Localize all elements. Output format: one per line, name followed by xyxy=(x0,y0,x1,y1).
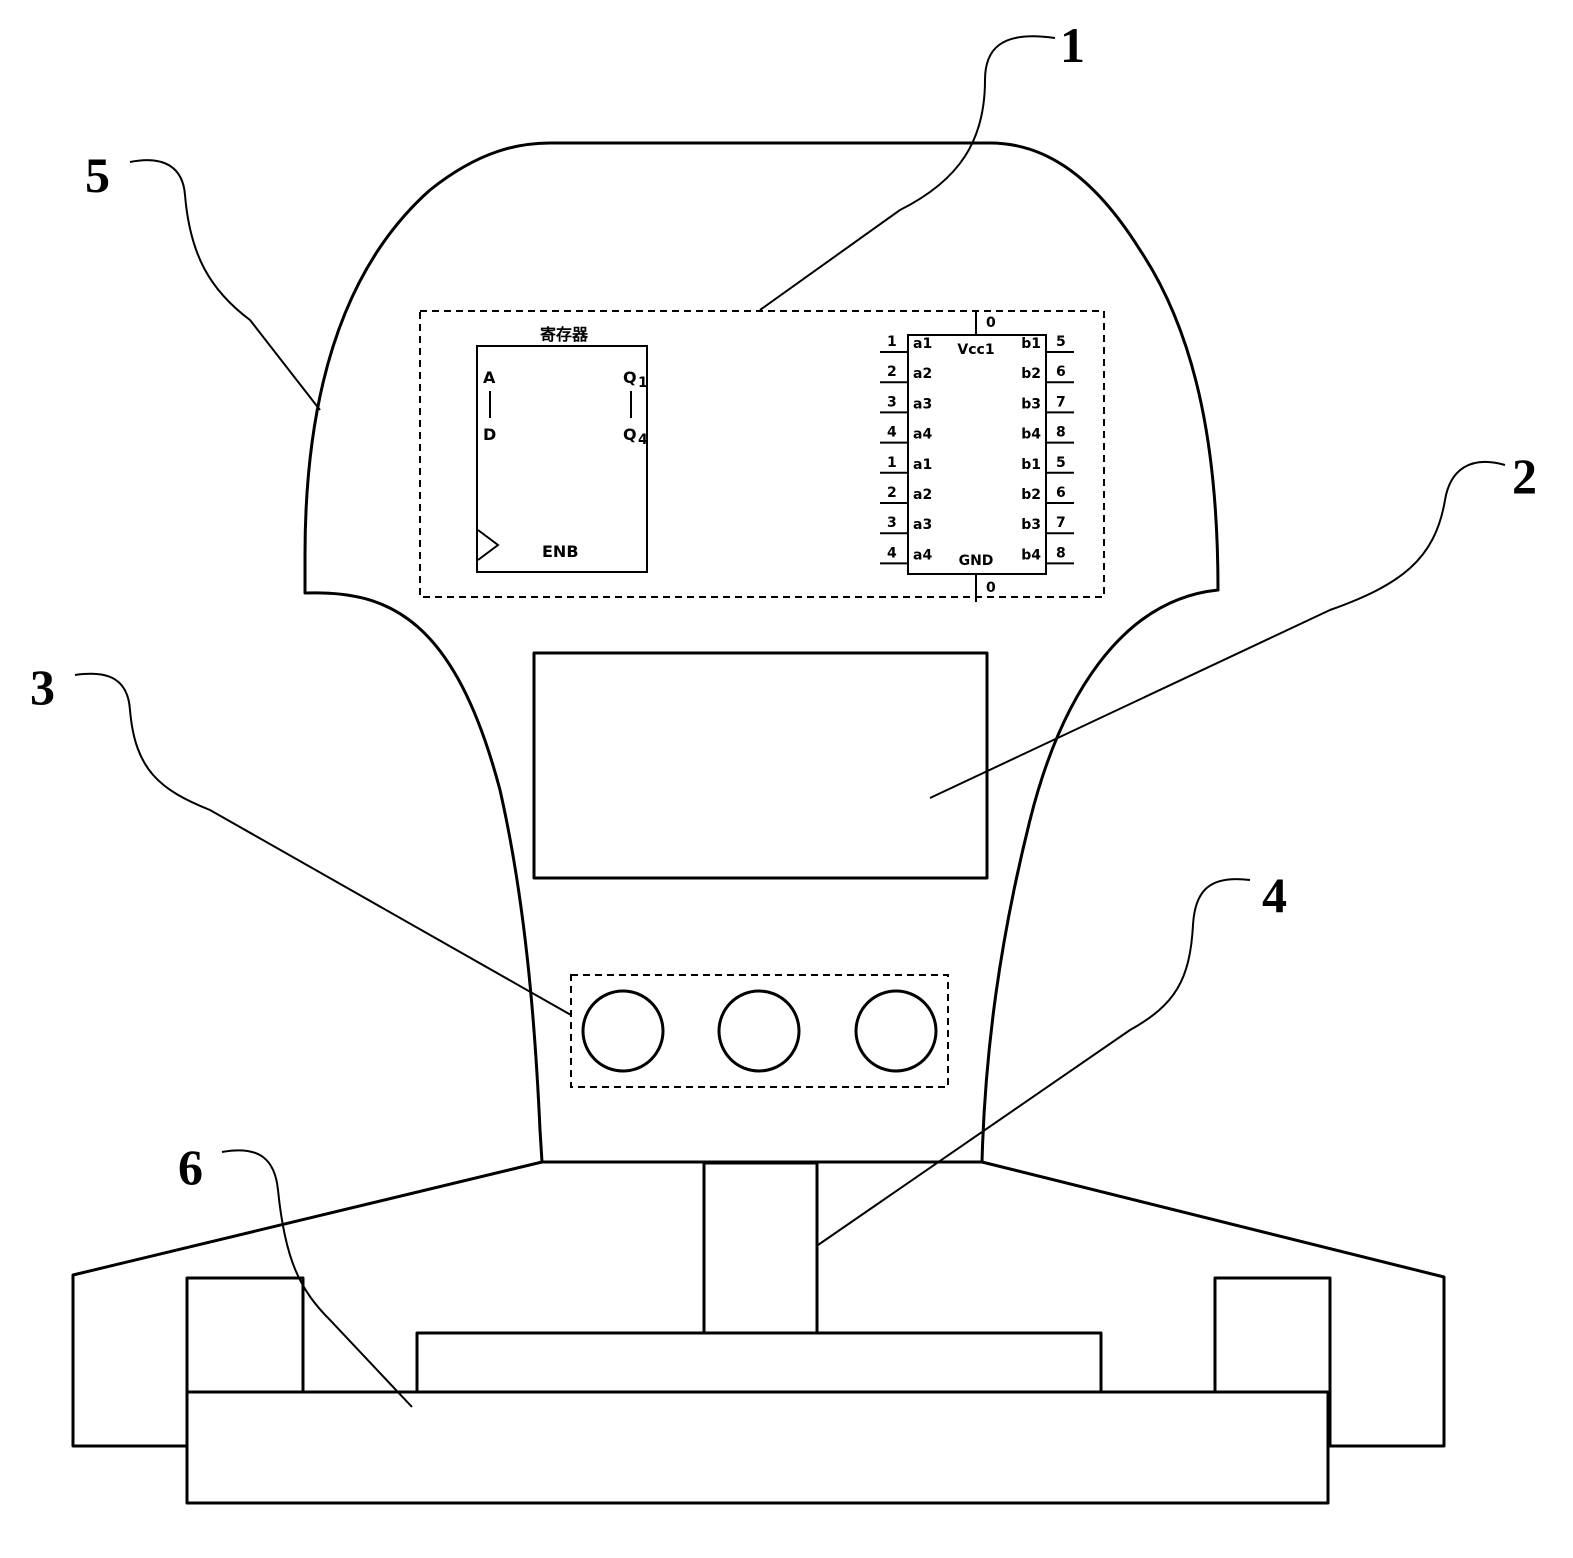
leader-line-3 xyxy=(74,672,572,1016)
ic-right-pin-label: b2 xyxy=(1021,487,1041,503)
leader-line-1 xyxy=(759,35,1056,311)
leader-line-4 xyxy=(817,878,1251,1246)
ic-right-pin-label: b4 xyxy=(1021,547,1041,563)
ic-vcc-label: Vcc1 xyxy=(957,342,994,358)
ic-left-pin-number: 3 xyxy=(887,515,897,531)
ic-left-pin-label: a3 xyxy=(913,396,932,412)
support-column xyxy=(702,1161,819,1335)
ic-right-pin-label: b2 xyxy=(1021,366,1041,382)
display-screen xyxy=(532,651,989,880)
leader-line-2 xyxy=(929,460,1506,799)
ic-right-pin-number: 5 xyxy=(1056,455,1066,471)
ic-left-pin-label: a2 xyxy=(913,487,932,503)
register-pin-q4: Q xyxy=(623,425,637,444)
pedestal-block xyxy=(415,1331,1103,1394)
ic-top-pin: 0 xyxy=(986,315,996,331)
ic-left-pin-number: 2 xyxy=(887,364,897,380)
ic-pin-rows: 1 a1 b1 5 2 a2 b2 6 3 a3 b3 7 4 a4 b4 8 1 a1 b1 5 2 a2 b2 6 3 a3 b… xyxy=(880,334,1074,565)
register-pin-q1-sub: 1 xyxy=(638,375,648,391)
bottom-slab xyxy=(185,1390,1330,1505)
callout-4: 4 xyxy=(1262,867,1287,923)
register-pin-q4-sub: 4 xyxy=(638,432,648,448)
register-pin-enb: ENB xyxy=(542,542,579,561)
button-1[interactable] xyxy=(581,989,665,1073)
register-pin-a: A xyxy=(483,368,496,387)
register-pin-q1: Q xyxy=(623,368,637,387)
ic-right-pin-label: b4 xyxy=(1021,427,1041,443)
leader-line-5 xyxy=(129,159,321,411)
leader-line-6 xyxy=(221,1149,413,1408)
clock-triangle-icon xyxy=(477,529,500,561)
ic-bottom-pin: 0 xyxy=(986,580,996,596)
ic-left-pin-label: a1 xyxy=(913,336,932,352)
ic-gnd-label: GND xyxy=(959,553,994,569)
ic-right-pin-number: 7 xyxy=(1056,515,1066,531)
circuit-panel xyxy=(419,310,1105,598)
ic-right-pin-label: b3 xyxy=(1021,396,1041,412)
ic-right-pin-number: 7 xyxy=(1056,394,1066,410)
callout-6: 6 xyxy=(178,1139,203,1195)
ic-left-pin-number: 2 xyxy=(887,485,897,501)
ic-left-pin-label: a1 xyxy=(913,457,932,473)
ic-left-pin-number: 3 xyxy=(887,394,897,410)
base-outline xyxy=(71,1160,1446,1448)
ic-left-pin-number: 1 xyxy=(887,334,897,350)
ic-right-pin-number: 8 xyxy=(1056,545,1066,561)
callout-5: 5 xyxy=(85,147,110,203)
ic-left-pin-label: a4 xyxy=(913,547,932,563)
ic-left-pin-number: 4 xyxy=(887,545,897,561)
ic-left-pin-number: 4 xyxy=(887,425,897,441)
ic-chip-symbol: 0 0 Vcc1 GND 1 a1 b1 5 2 a2 b2 6 3 a3 b3 7 4 a4 b4 8 1 a1… xyxy=(880,310,1074,602)
ic-right-pin-number: 6 xyxy=(1056,485,1066,501)
ic-left-pin-number: 1 xyxy=(887,455,897,471)
ic-right-pin-label: b3 xyxy=(1021,517,1041,533)
ic-right-pin-number: 5 xyxy=(1056,334,1066,350)
button-panel xyxy=(570,974,949,1088)
ic-right-pin-label: b1 xyxy=(1021,457,1041,473)
ic-right-pin-number: 6 xyxy=(1056,364,1066,380)
ic-right-pin-label: b1 xyxy=(1021,336,1041,352)
housing-outline xyxy=(303,141,1220,1164)
callout-3: 3 xyxy=(30,659,55,715)
button-3[interactable] xyxy=(854,989,938,1073)
ic-left-pin-label: a2 xyxy=(913,366,932,382)
ic-left-pin-label: a4 xyxy=(913,427,932,443)
ic-right-pin-number: 8 xyxy=(1056,425,1066,441)
register-symbol: 寄存器 A D Q 1 Q 4 ENB xyxy=(476,325,648,573)
button-2[interactable] xyxy=(717,989,801,1073)
callout-1: 1 xyxy=(1060,17,1085,73)
callout-2: 2 xyxy=(1512,448,1537,504)
register-pin-d: D xyxy=(483,425,496,444)
register-title: 寄存器 xyxy=(540,325,589,344)
ic-left-pin-label: a3 xyxy=(913,517,932,533)
